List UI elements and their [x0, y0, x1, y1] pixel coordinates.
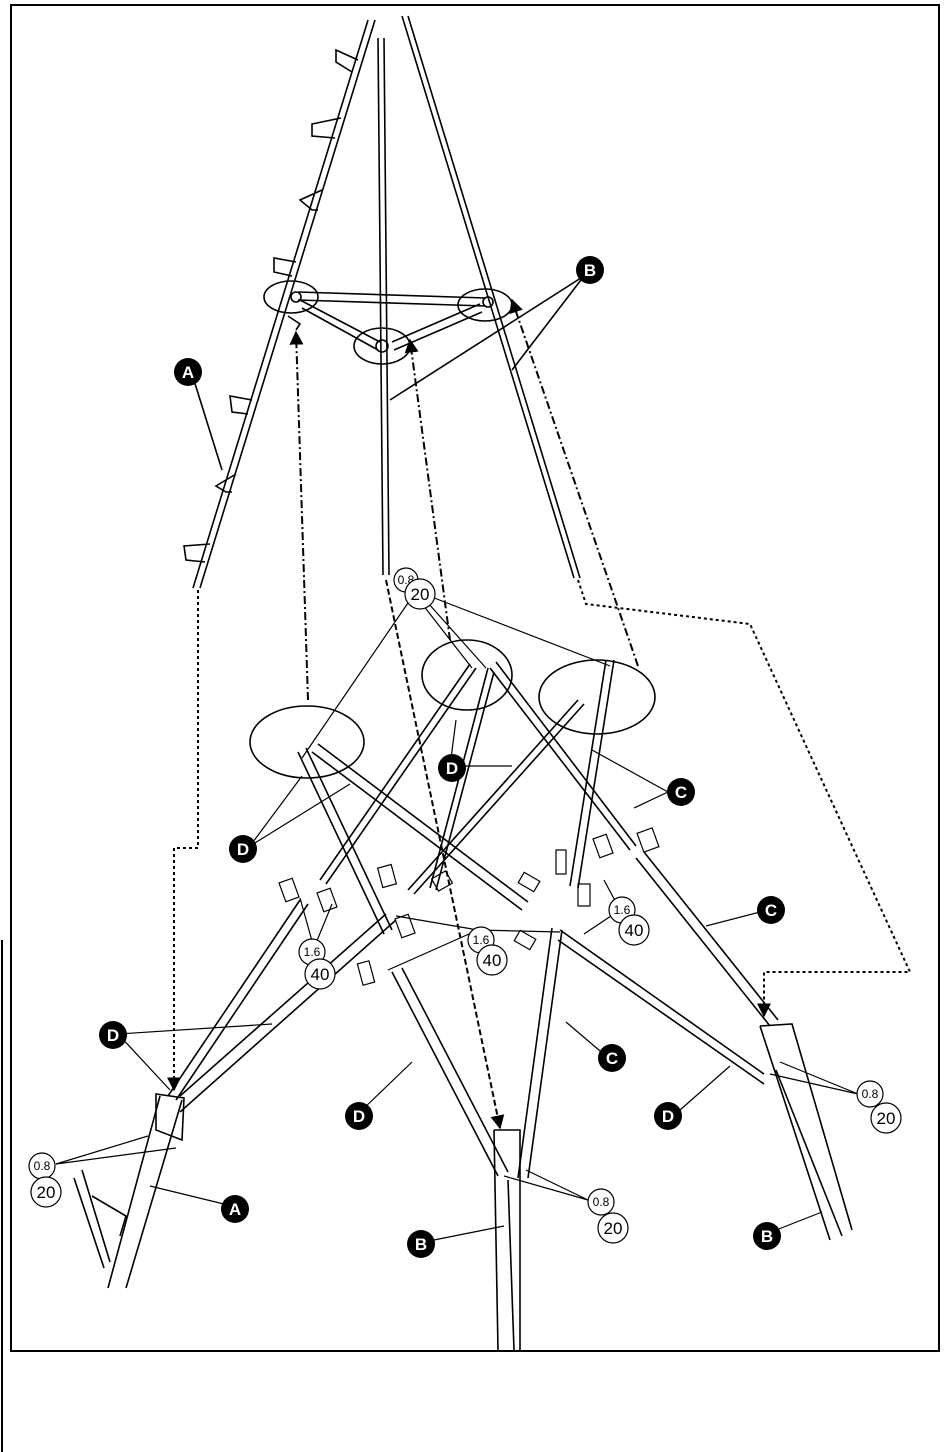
- svg-text:40: 40: [625, 921, 644, 940]
- step-brackets: [183, 48, 359, 563]
- guide-center-pole: [385, 579, 505, 1130]
- svg-text:B: B: [584, 261, 596, 280]
- center-pole-left: [377, 37, 384, 576]
- center-pole-right: [383, 37, 390, 576]
- leg-b-rail-right: [407, 15, 581, 579]
- label-c-upper: C: [667, 778, 695, 806]
- assembly-diagram: B A D C D C D C: [28, 15, 912, 1351]
- callout-bottom-center: 0.8 20: [587, 1188, 629, 1244]
- callout-left-1-6: 1.6 40: [298, 938, 336, 990]
- svg-text:20: 20: [37, 1183, 56, 1202]
- label-b-bottom-right: B: [753, 1222, 781, 1250]
- label-d-far-left: D: [99, 1021, 127, 1049]
- label-a-bottom: A: [221, 1195, 249, 1223]
- joint-highlight-lower-left: [249, 705, 365, 779]
- callout-bottom-right: 0.8 20: [856, 1080, 902, 1134]
- leader-lines: [55, 593, 859, 1243]
- guide-joint-left: [289, 330, 309, 701]
- brace-right: [391, 303, 481, 343]
- label-d-left: D: [229, 835, 257, 863]
- svg-text:0.8: 0.8: [593, 1195, 610, 1209]
- bracket-stub: [287, 315, 302, 331]
- svg-text:D: D: [107, 1026, 119, 1045]
- label-c-center: C: [598, 1044, 626, 1072]
- callout-top-center: 0.8 20: [393, 567, 436, 610]
- label-d-right: D: [654, 1102, 682, 1130]
- label-a-top: A: [174, 358, 202, 386]
- svg-text:40: 40: [311, 965, 330, 984]
- callout-right-1-6: 1.6 40: [608, 896, 650, 946]
- leg-a-rail-left: [192, 19, 369, 589]
- step-bracket-detail: [73, 1169, 127, 1269]
- callout-bottom-left: 0.8 20: [28, 1152, 62, 1208]
- guide-leg-a: [167, 590, 199, 1092]
- svg-text:1.6: 1.6: [614, 903, 631, 917]
- label-d-center: D: [345, 1102, 373, 1130]
- svg-text:0.8: 0.8: [862, 1087, 879, 1101]
- guide-leg-b-right: [577, 579, 912, 1018]
- diagonal-members: [167, 659, 779, 1179]
- small-brackets: [278, 827, 660, 986]
- guide-joint-center: [404, 338, 451, 641]
- alignment-guides: [167, 298, 912, 1130]
- svg-text:20: 20: [877, 1109, 896, 1128]
- svg-text:D: D: [662, 1107, 674, 1126]
- callout-center-1-6: 1.6 40: [467, 926, 508, 976]
- svg-text:A: A: [229, 1200, 241, 1219]
- svg-text:B: B: [415, 1235, 427, 1254]
- joint-highlight-left: [263, 280, 319, 314]
- svg-text:D: D: [446, 759, 458, 778]
- tower-top-assembly: [183, 15, 585, 589]
- svg-text:C: C: [765, 901, 777, 920]
- svg-text:1.6: 1.6: [304, 945, 321, 959]
- part-labels: B A D C D C D C: [99, 256, 785, 1258]
- svg-text:C: C: [606, 1049, 618, 1068]
- joint-highlight-lower-right: [538, 659, 656, 735]
- svg-text:1.6: 1.6: [473, 933, 490, 947]
- page-margin-rule: [1, 940, 7, 1452]
- svg-text:C: C: [675, 783, 687, 802]
- svg-text:0.8: 0.8: [34, 1159, 51, 1173]
- svg-text:A: A: [182, 363, 194, 382]
- svg-text:D: D: [353, 1107, 365, 1126]
- joint-highlight-lower-center: [421, 639, 513, 711]
- label-b-bottom-center: B: [407, 1230, 435, 1258]
- diagram-frame: [10, 4, 940, 1352]
- svg-text:20: 20: [411, 585, 430, 604]
- svg-text:20: 20: [604, 1219, 623, 1238]
- label-c-right: C: [757, 896, 785, 924]
- svg-text:40: 40: [483, 951, 502, 970]
- label-b-top: B: [576, 256, 604, 284]
- brace-top: [297, 291, 487, 299]
- leg-segments-bottom: [107, 1023, 853, 1351]
- svg-text:D: D: [237, 840, 249, 859]
- leg-a-rail-right: [199, 19, 376, 589]
- fastener-callouts: 0.8 20 1.6 40 1.6 40 1.6 40 0.8: [28, 567, 902, 1244]
- guide-joint-right: [509, 298, 639, 667]
- svg-text:B: B: [761, 1227, 773, 1246]
- bracing-exploded: [55, 593, 859, 1351]
- label-d-upper: D: [438, 754, 466, 782]
